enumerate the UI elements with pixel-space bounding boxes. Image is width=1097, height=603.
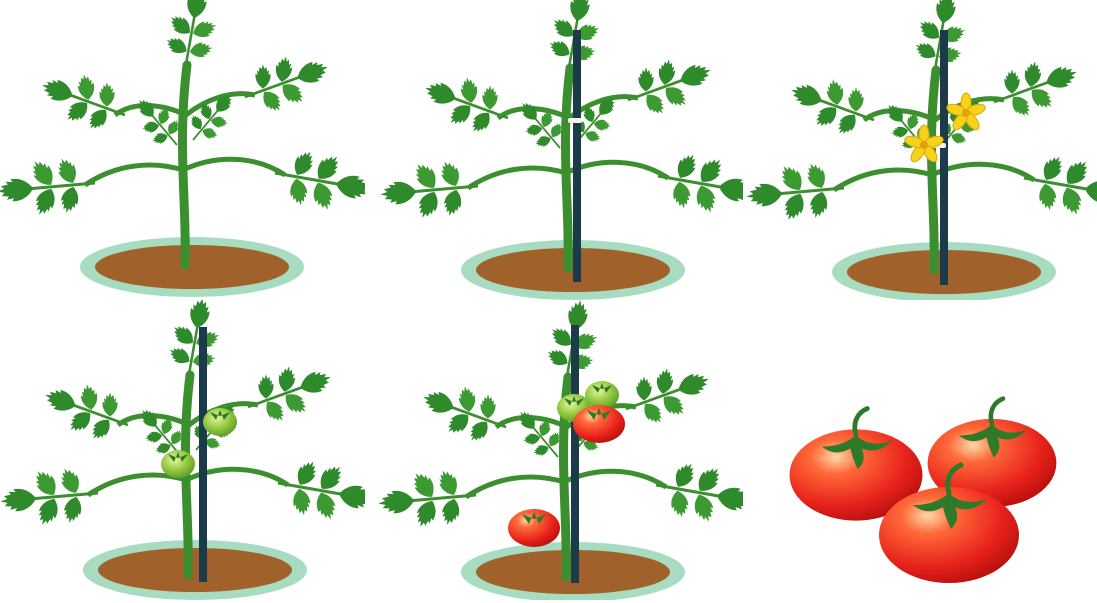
harvested-tomatoes-illustration <box>744 300 1097 600</box>
green-tomato-icon <box>585 381 619 409</box>
green-fruit-plant-illustration <box>0 300 365 600</box>
ripening-plant-illustration <box>378 300 743 600</box>
green-tomato-icon <box>161 450 195 478</box>
support-stake <box>940 30 948 285</box>
green-tomato-icon <box>203 408 237 436</box>
stake-tie <box>568 118 582 123</box>
stage-seedling-panel <box>0 0 365 300</box>
support-stake <box>199 327 207 582</box>
red-tomato-icon <box>508 509 560 547</box>
stage-flowering-panel <box>744 0 1097 300</box>
seedling-illustration <box>0 0 365 300</box>
stage-ripening-panel <box>378 300 743 600</box>
flowering-plant-illustration <box>744 0 1097 300</box>
support-stake <box>571 325 579 583</box>
staked-plant-illustration <box>378 0 743 300</box>
red-tomato-icon <box>573 405 625 443</box>
stage-staked-panel <box>378 0 743 300</box>
stage-green-fruit-panel <box>0 300 365 600</box>
stage-harvest-panel <box>744 300 1097 600</box>
support-stake <box>573 30 581 282</box>
